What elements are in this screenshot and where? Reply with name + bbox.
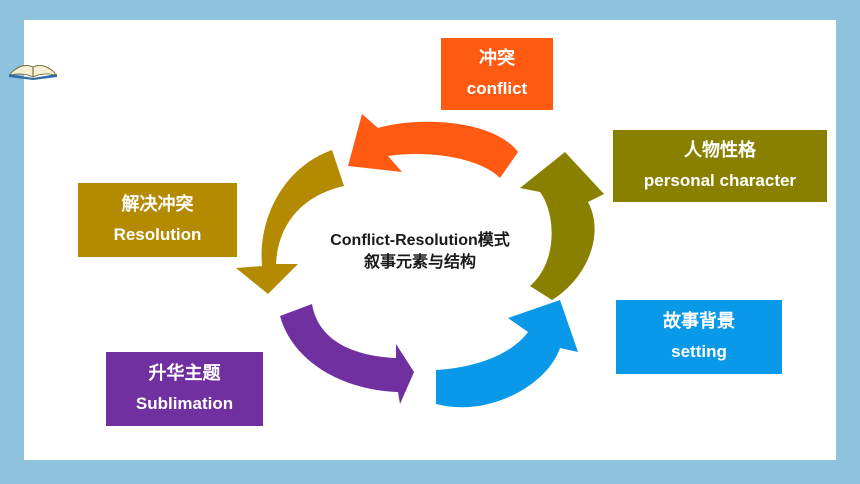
- center-title: Conflict-Resolution模式 叙事元素与结构: [280, 230, 560, 274]
- sublimation-box: 升华主题 Sublimation: [106, 352, 263, 426]
- character-label-en: personal character: [643, 171, 797, 190]
- setting-arrow: [436, 300, 578, 408]
- character-label-zh: 人物性格: [684, 140, 756, 161]
- conflict-box: 冲突 conflict: [441, 38, 553, 110]
- resolution-box: 解决冲突 Resolution: [78, 183, 237, 257]
- resolution-label-en: Resolution: [113, 225, 202, 244]
- character-box: 人物性格 personal character: [613, 130, 827, 202]
- setting-label-en: setting: [671, 342, 727, 361]
- sublimation-label-en: Sublimation: [135, 394, 234, 413]
- center-title-line2: 叙事元素与结构: [363, 254, 476, 271]
- character-arrow: [520, 152, 604, 300]
- conflict-label-en: conflict: [466, 79, 528, 98]
- conflict-label-zh: 冲突: [479, 48, 515, 69]
- setting-label-zh: 故事背景: [663, 311, 735, 332]
- conflict-arrow: [348, 114, 518, 178]
- resolution-label-zh: 解决冲突: [121, 194, 194, 215]
- center-title-line1: Conflict-Resolution模式: [330, 232, 510, 249]
- book-icon: [9, 65, 57, 80]
- sublimation-label-zh: 升华主题: [148, 363, 221, 384]
- sublimation-arrow: [280, 304, 414, 404]
- resolution-arrow: [236, 150, 344, 294]
- setting-box: 故事背景 setting: [616, 300, 782, 374]
